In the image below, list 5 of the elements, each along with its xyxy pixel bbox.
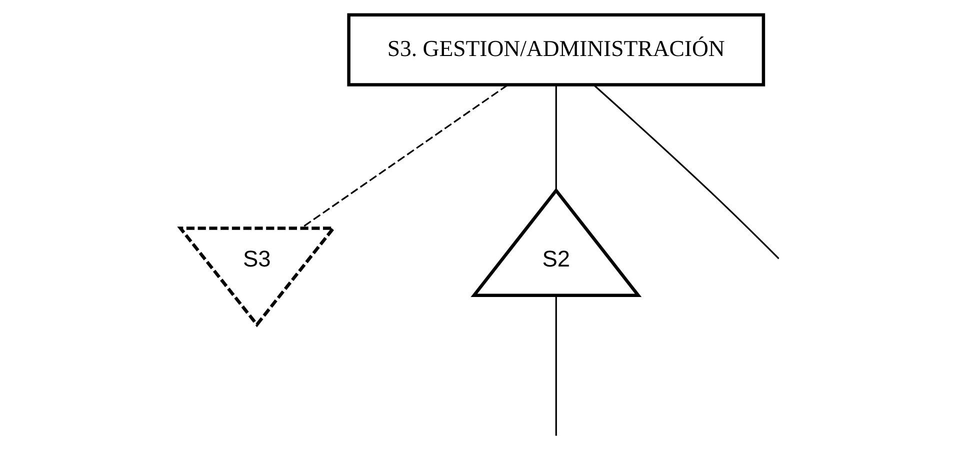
connector <box>300 84 508 229</box>
connector <box>592 84 779 260</box>
connector <box>554 85 556 190</box>
node-box: S3. GESTION/ADMINISTRACIÓN <box>346 13 765 86</box>
connector <box>554 296 556 436</box>
